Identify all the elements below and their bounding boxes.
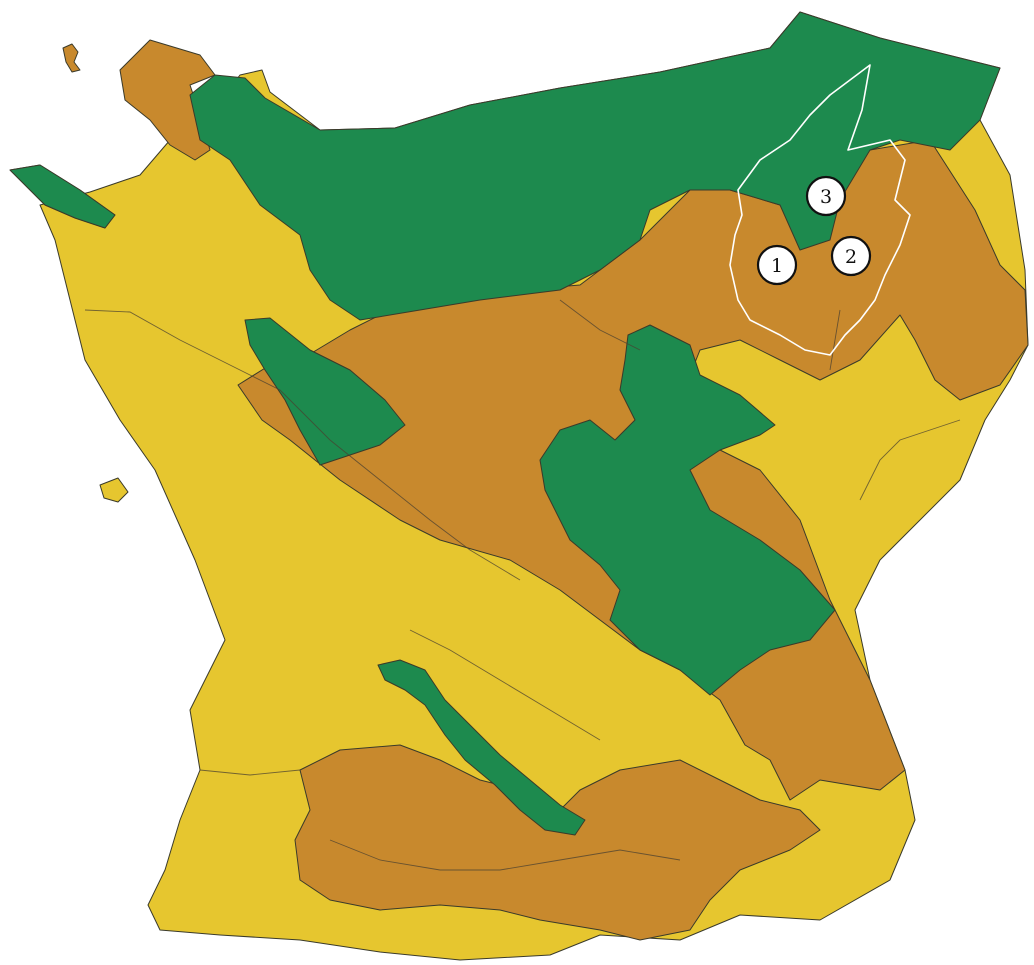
- study-area-outline: [729, 64, 911, 356]
- marker-1: 1: [756, 244, 798, 286]
- southern-green-ridge: [377, 659, 586, 836]
- boundary-line-south: [199, 629, 601, 776]
- marker-2-label: 2: [845, 246, 857, 268]
- boundary-line-east: [859, 419, 961, 501]
- boundary-line-north: [559, 299, 841, 371]
- northwest-green-tip: [9, 164, 116, 229]
- marker-3-label: 3: [820, 186, 832, 208]
- northern-green-zone: [189, 11, 1001, 321]
- marker-3: 3: [805, 175, 847, 217]
- boundary-line-southern: [329, 839, 681, 871]
- boundary-line-west: [84, 309, 521, 581]
- western-green-ridge: [244, 317, 406, 466]
- marker-1-label: 1: [771, 255, 783, 277]
- island-northwest: [62, 43, 81, 73]
- marker-2: 2: [830, 235, 872, 277]
- central-green-zone: [539, 324, 836, 696]
- island-west: [99, 477, 129, 503]
